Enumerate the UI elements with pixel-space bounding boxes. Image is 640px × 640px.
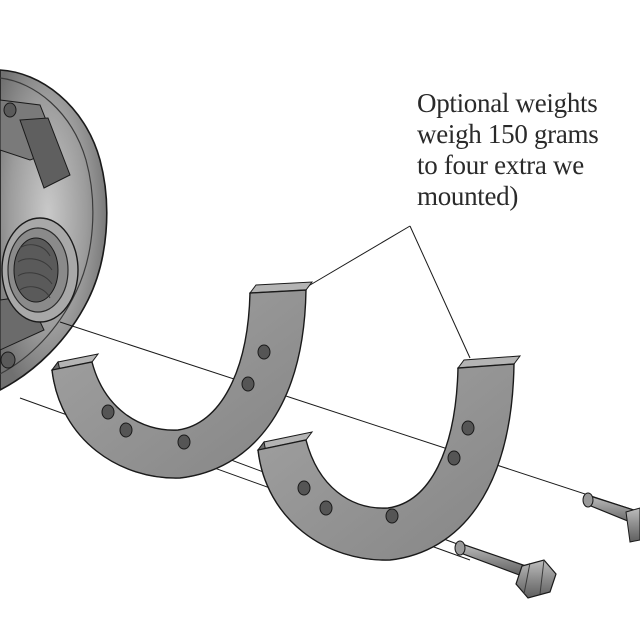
bolt-hole <box>297 480 311 496</box>
callout-line: weigh 150 grams <box>417 119 599 149</box>
bolt-hole <box>241 376 255 392</box>
bolt-hole <box>119 422 133 438</box>
weight-plate-rear-right <box>256 355 522 561</box>
bolt-hole <box>447 450 461 466</box>
hub-part <box>0 69 108 391</box>
bolt-hole <box>257 344 271 360</box>
bolt-hole <box>101 404 115 420</box>
bolt-hole <box>177 434 191 450</box>
bolt-hole <box>319 500 333 516</box>
callout-line: to four extra we <box>417 150 584 180</box>
callout-line: Optional weights <box>417 88 598 118</box>
bolt-lower <box>454 540 557 599</box>
bolt-upper <box>582 492 640 543</box>
weight-plate-front-left <box>50 281 314 479</box>
bolt-hole <box>385 508 399 524</box>
weights-callout-text: Optional weights weigh 150 grams to four… <box>417 88 599 212</box>
bolt-hole <box>461 420 475 436</box>
callout-leader <box>304 225 471 359</box>
callout-line: mounted) <box>417 181 519 211</box>
